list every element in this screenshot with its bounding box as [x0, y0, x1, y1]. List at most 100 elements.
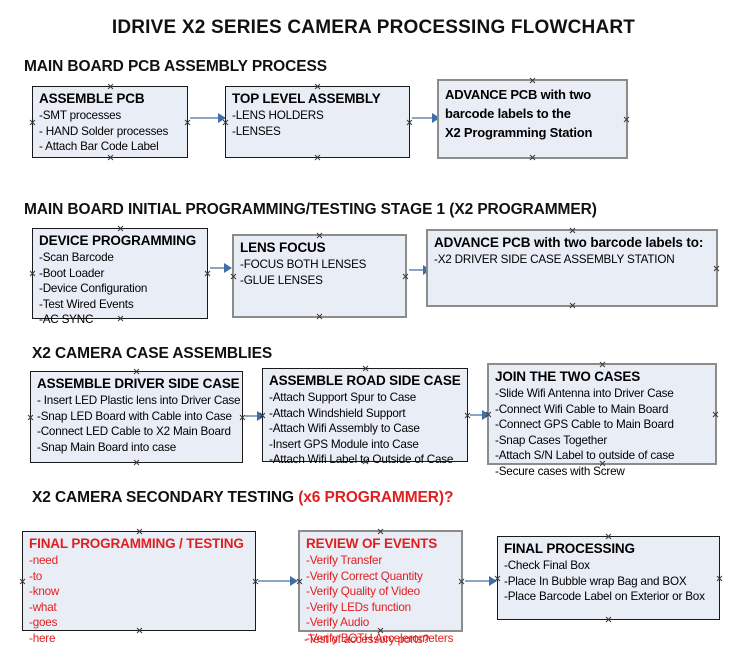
- arrow-shaft: [210, 267, 225, 269]
- section-heading-4: X2 CAMERA SECONDARY TESTING (x6 PROGRAMM…: [32, 489, 453, 507]
- connector-handle-icon[interactable]: [464, 412, 471, 419]
- node-title: DEVICE PROGRAMMING: [39, 233, 197, 248]
- node-line: -Check Final Box: [504, 559, 590, 572]
- connector-handle-icon[interactable]: [184, 119, 191, 126]
- connector-handle-icon[interactable]: [569, 302, 576, 309]
- connector-handle-icon[interactable]: [599, 361, 606, 368]
- connector-handle-icon[interactable]: [296, 578, 303, 585]
- node-title: LENS FOCUS: [240, 240, 326, 255]
- node-line: -Snap Cases Together: [495, 433, 608, 447]
- connector-handle-icon[interactable]: [716, 575, 723, 582]
- section-heading-4-accent: (x6 PROGRAMMER)?: [298, 489, 454, 506]
- arrow-shaft: [470, 414, 483, 416]
- connector-handle-icon[interactable]: [133, 368, 140, 375]
- connector-handle-icon[interactable]: [107, 154, 114, 161]
- connector-handle-icon[interactable]: [529, 154, 536, 161]
- connector-handle-icon[interactable]: [252, 578, 259, 585]
- connector-handle-icon[interactable]: [605, 616, 612, 623]
- node-line: -Place In Bubble wrap Bag and BOX: [504, 574, 687, 588]
- node-title: FINAL PROGRAMMING / TESTING: [29, 536, 244, 551]
- node-final-programming-testing[interactable]: FINAL PROGRAMMING / TESTING -need -to -k…: [19, 528, 259, 645]
- node-line: -Verify BOTH Accelerometers: [306, 631, 454, 645]
- node-final-processing[interactable]: FINAL PROCESSING -Check Final Box -Place…: [497, 536, 720, 620]
- node-top-level-assembly[interactable]: TOP LEVEL ASSEMBLY -LENS HOLDERS -LENSES: [225, 86, 410, 158]
- node-line: -SMT processes: [39, 109, 122, 122]
- arrow-final-programming-to-review: [258, 576, 298, 586]
- section-heading-1-text: MAIN BOARD PCB ASSEMBLY PROCESS: [24, 58, 327, 75]
- connector-handle-icon[interactable]: [494, 575, 501, 582]
- node-line: barcode labels to the: [445, 106, 571, 121]
- arrow-shaft: [245, 415, 258, 417]
- node-line: -here: [29, 631, 56, 645]
- connector-handle-icon[interactable]: [259, 412, 266, 419]
- connector-handle-icon[interactable]: [377, 528, 384, 535]
- node-line: -Connect Wifi Cable to Main Board: [495, 402, 669, 416]
- connector-handle-icon[interactable]: [362, 365, 369, 372]
- node-assemble-road-side-case[interactable]: ASSEMBLE ROAD SIDE CASE -Attach Support …: [259, 365, 471, 466]
- arrow-head-icon: [489, 576, 497, 586]
- node-title: ASSEMBLE DRIVER SIDE CASE: [37, 376, 240, 391]
- node-line: -LENS HOLDERS: [232, 109, 324, 122]
- node-line: -Attach S/N Label to outside of case: [495, 449, 675, 462]
- arrow-head-icon: [290, 576, 298, 586]
- arrow-review-to-final-processing: [465, 576, 497, 586]
- connector-handle-icon[interactable]: [458, 578, 465, 585]
- node-lens-focus[interactable]: LENS FOCUS -FOCUS BOTH LENSES -GLUE LENS…: [232, 234, 407, 318]
- connector-handle-icon[interactable]: [406, 119, 413, 126]
- section-heading-3-text: X2 CAMERA CASE ASSEMBLIES: [32, 345, 273, 362]
- node-assemble-driver-side-case[interactable]: ASSEMBLE DRIVER SIDE CASE - Insert LED P…: [30, 371, 243, 463]
- node-line: -know: [29, 585, 60, 598]
- node-line: - HAND Solder processes: [39, 124, 169, 138]
- connector-handle-icon[interactable]: [316, 232, 323, 239]
- connector-handle-icon[interactable]: [136, 528, 143, 535]
- node-line: -to: [29, 569, 43, 583]
- connector-handle-icon[interactable]: [712, 411, 719, 418]
- node-line: -Attach Wifi Label to Outside of Case: [269, 453, 454, 466]
- connector-handle-icon[interactable]: [402, 273, 409, 280]
- node-review-of-events[interactable]: REVIEW OF EVENTS -Verify Transfer -Verif…: [296, 528, 465, 645]
- node-title: ASSEMBLE ROAD SIDE CASE: [269, 373, 461, 388]
- node-title: ADVANCE PCB with two barcode labels to:: [434, 235, 704, 250]
- node-line: -Verify Transfer: [306, 554, 383, 567]
- connector-handle-icon[interactable]: [314, 83, 321, 90]
- connector-handle-icon[interactable]: [713, 265, 720, 272]
- node-advance-pcb-driver-side-station[interactable]: ADVANCE PCB with two barcode labels to: …: [426, 229, 718, 307]
- node-line: -Scan Barcode: [39, 251, 114, 264]
- connector-handle-icon[interactable]: [623, 116, 630, 123]
- connector-handle-icon[interactable]: [107, 83, 114, 90]
- connector-handle-icon[interactable]: [19, 578, 26, 585]
- connector-handle-icon[interactable]: [605, 533, 612, 540]
- arrow-shaft: [412, 117, 433, 119]
- section-heading-2: MAIN BOARD INITIAL PROGRAMMING/TESTING S…: [24, 201, 597, 219]
- connector-handle-icon[interactable]: [239, 414, 246, 421]
- connector-handle-icon[interactable]: [27, 414, 34, 421]
- connector-handle-icon[interactable]: [29, 119, 36, 126]
- connector-handle-icon[interactable]: [29, 270, 36, 277]
- node-line: -Connect GPS Cable to Main Board: [495, 418, 674, 431]
- page-title: IDRIVE X2 SERIES CAMERA PROCESSING FLOWC…: [111, 17, 636, 38]
- connector-handle-icon[interactable]: [133, 459, 140, 466]
- connector-handle-icon[interactable]: [529, 77, 536, 84]
- connector-handle-icon[interactable]: [314, 154, 321, 161]
- arrow-shaft: [465, 580, 490, 582]
- connector-handle-icon[interactable]: [204, 270, 211, 277]
- connector-handle-icon[interactable]: [485, 411, 492, 418]
- connector-handle-icon[interactable]: [222, 119, 229, 126]
- connector-handle-icon[interactable]: [117, 225, 124, 232]
- node-line: -AC SYNC: [39, 313, 94, 326]
- node-join-the-two-cases[interactable]: JOIN THE TWO CASES -Slide Wifi Antenna i…: [485, 361, 719, 478]
- node-title: FINAL PROCESSING: [504, 541, 635, 556]
- node-line: - Insert LED Plastic lens into Driver Ca…: [37, 394, 241, 407]
- node-device-programming[interactable]: DEVICE PROGRAMMING -Scan Barcode -Boot L…: [29, 225, 211, 326]
- node-review-of-events-overflow-line: -Test of accessory ports?: [304, 633, 429, 646]
- node-line: -Snap LED Board with Cable into Case: [37, 409, 232, 423]
- node-line: -LENSES: [232, 124, 281, 138]
- node-assemble-pcb[interactable]: ASSEMBLE PCB -SMT processes - HAND Solde…: [32, 86, 188, 158]
- connector-handle-icon[interactable]: [230, 273, 237, 280]
- connector-handle-icon[interactable]: [316, 313, 323, 320]
- node-advance-pcb-programming-station[interactable]: ADVANCE PCB with two barcode labels to t…: [437, 79, 628, 159]
- node-line: -Device Configuration: [39, 282, 148, 295]
- node-title: ASSEMBLE PCB: [39, 91, 145, 106]
- connector-handle-icon[interactable]: [569, 227, 576, 234]
